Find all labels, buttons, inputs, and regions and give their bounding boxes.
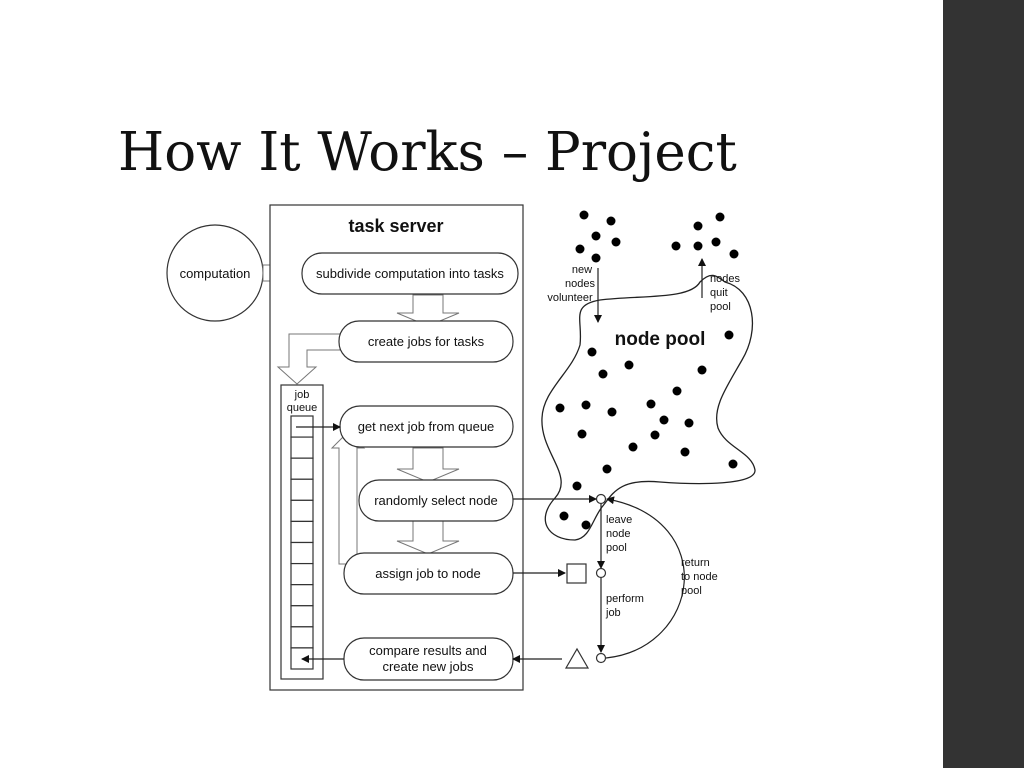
node-dot <box>684 418 694 428</box>
node-dot <box>559 511 569 521</box>
node-dot <box>729 249 739 259</box>
job-queue-slot <box>290 562 314 586</box>
node-dot <box>671 241 681 251</box>
node-dot <box>579 210 589 220</box>
job-queue-slot <box>290 584 314 607</box>
job-queue-label-2: queue <box>287 402 318 414</box>
result-point <box>595 652 607 664</box>
node-dot <box>572 481 582 491</box>
new-nodes-label-1: new <box>572 264 592 276</box>
node-pool-label: node pool <box>615 329 706 350</box>
node-dot <box>575 244 585 254</box>
node-dot <box>611 237 621 247</box>
flow-arrow-select-assign <box>396 520 460 555</box>
sidebar-bar <box>943 0 1024 768</box>
return-pool-label-3: pool <box>681 585 702 597</box>
node-dot <box>581 520 591 530</box>
subdivide-box <box>301 252 519 295</box>
leave-pool-label-2: node <box>606 528 630 540</box>
node-dot <box>680 447 690 457</box>
return-pool-label-1: return <box>681 557 710 569</box>
compare-results-label-2: create new jobs <box>382 659 474 674</box>
node-dot <box>711 237 721 247</box>
job-queue-slot <box>290 520 314 544</box>
select-node-label: randomly select node <box>374 493 498 508</box>
node-dot <box>659 415 669 425</box>
select-node-box <box>358 479 514 522</box>
job-queue-slot <box>290 541 314 565</box>
node-dot <box>650 430 660 440</box>
perform-job-label-2: job <box>605 607 621 619</box>
computation-label: computation <box>180 266 251 281</box>
perform-job-label-1: perform <box>606 593 644 605</box>
create-jobs-label: create jobs for tasks <box>368 334 485 349</box>
node-dot <box>715 212 725 222</box>
selection-point <box>595 493 607 505</box>
job-queue-slot <box>290 436 314 459</box>
get-next-job-label: get next job from queue <box>358 419 495 434</box>
job-queue-slot <box>290 626 314 649</box>
job-queue-slots <box>290 415 314 670</box>
assign-job-label: assign job to node <box>375 566 481 581</box>
node-dot <box>555 403 565 413</box>
node-pool-boundary <box>541 274 756 541</box>
node-dot <box>693 241 703 251</box>
node-dot <box>577 429 587 439</box>
node-dot <box>697 365 707 375</box>
node-dot <box>728 459 738 469</box>
node-dot <box>602 464 612 474</box>
task-server-title: task server <box>348 216 443 236</box>
leave-pool-label-1: leave <box>606 514 632 526</box>
flow-arrow-get-select <box>396 447 460 483</box>
node-dots <box>555 210 739 530</box>
flow-arrow-subdivide-create <box>396 294 460 327</box>
job-queue-slot <box>290 457 314 480</box>
node-dot <box>598 369 608 379</box>
return-pool-curve <box>605 496 685 659</box>
new-nodes-label-2: nodes <box>565 278 595 290</box>
job-queue-slot <box>290 605 314 628</box>
quit-nodes-label-2: quit <box>710 287 728 299</box>
node-dot <box>581 400 591 410</box>
return-pool-label-2: to node <box>681 571 718 583</box>
node-dot <box>591 253 601 263</box>
node-dot <box>646 399 656 409</box>
result-triangle <box>564 647 590 669</box>
create-jobs-box <box>338 320 514 363</box>
flow-arrow-create-queue <box>276 333 341 385</box>
node-dot <box>607 407 617 417</box>
node-dot <box>693 221 703 231</box>
node-dot <box>624 360 634 370</box>
node-dot <box>724 330 734 340</box>
compare-results-label-1: compare results and <box>369 643 487 658</box>
node-dot <box>606 216 616 226</box>
subdivide-label: subdivide computation into tasks <box>316 266 504 281</box>
quit-nodes-label-1: nodes <box>710 273 740 285</box>
node-dot <box>591 231 601 241</box>
job-queue-slot <box>290 478 314 501</box>
job-queue-label-1: job <box>294 389 310 401</box>
working-point <box>595 567 607 579</box>
slide-title: How It Works – Project <box>118 122 737 183</box>
job-queue-slot <box>290 499 314 523</box>
new-nodes-label-3: volunteer <box>547 292 593 304</box>
node-dot <box>587 347 597 357</box>
quit-nodes-label-3: pool <box>710 301 731 313</box>
node-dot <box>628 442 638 452</box>
job-square <box>566 563 587 584</box>
leave-pool-label-3: pool <box>606 542 627 554</box>
node-dot <box>672 386 682 396</box>
